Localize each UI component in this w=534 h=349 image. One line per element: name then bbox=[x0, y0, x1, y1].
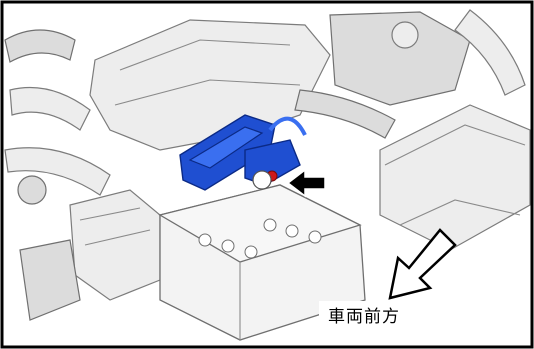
pointer-arrow-icon bbox=[286, 168, 326, 198]
left-hose-2 bbox=[9, 86, 91, 131]
vehicle-forward-arrow-icon bbox=[388, 228, 457, 300]
negative-terminal-icon bbox=[179, 114, 307, 191]
left-reservoir-cap bbox=[17, 175, 47, 205]
fuse-box bbox=[379, 104, 531, 251]
right-pipe bbox=[294, 89, 396, 139]
right-upper-components bbox=[329, 11, 471, 106]
right-hose bbox=[454, 9, 526, 96]
vehicle-front-label: 車両前方 bbox=[319, 301, 409, 327]
oil-cap bbox=[391, 21, 419, 49]
bracket-left bbox=[19, 239, 81, 321]
left-pipe bbox=[4, 147, 111, 196]
battery-cell-caps bbox=[198, 218, 322, 259]
left-hose bbox=[4, 29, 76, 63]
